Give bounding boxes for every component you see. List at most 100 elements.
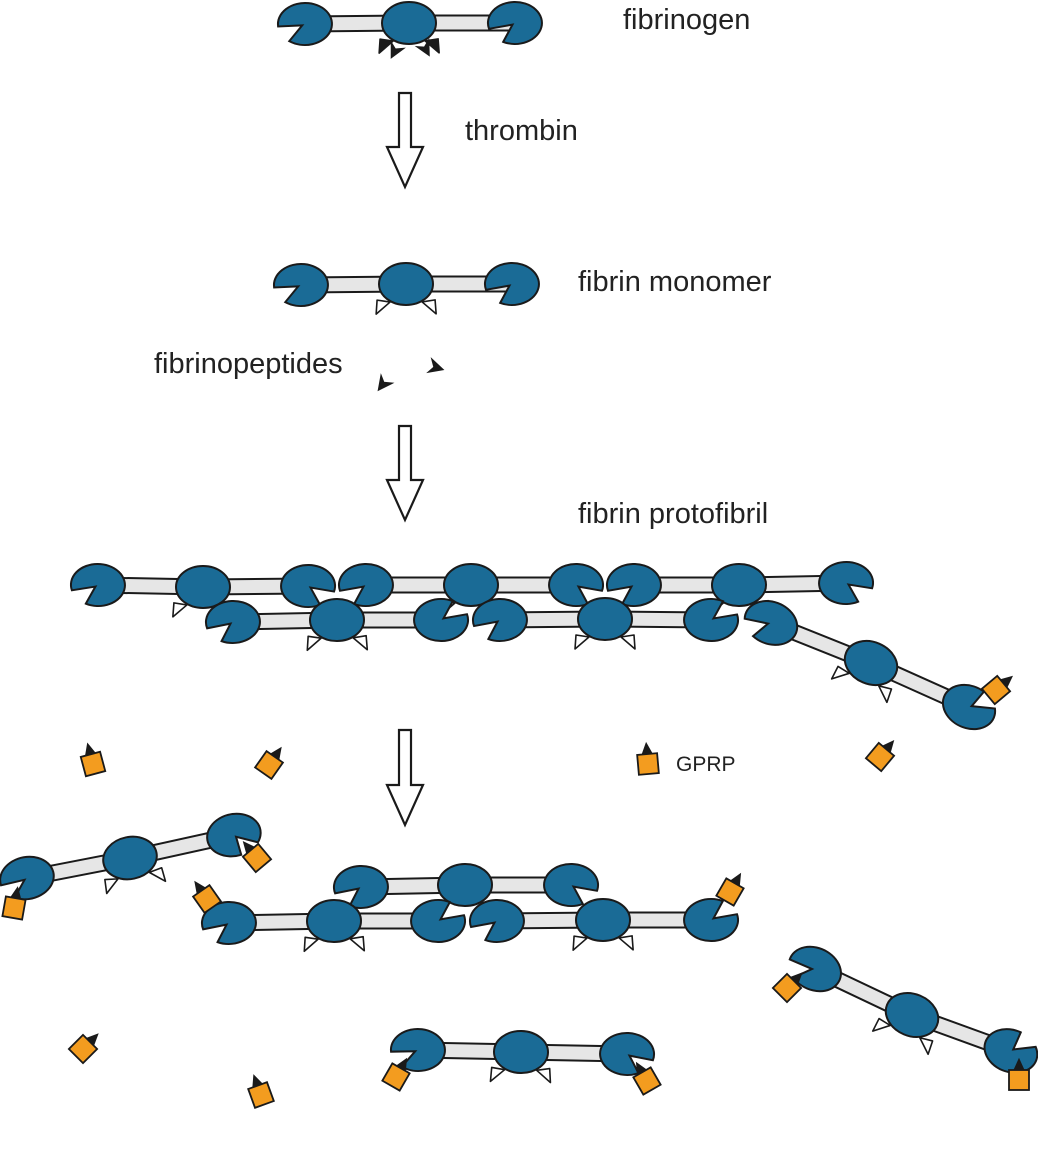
nodule-e — [577, 597, 633, 641]
nodule-d — [483, 262, 540, 306]
knob-pair — [104, 866, 167, 895]
fibrinopeptide-chevron-icon — [377, 373, 395, 392]
knob-pair — [572, 935, 634, 951]
gprp-peptide-icon — [381, 1057, 411, 1092]
nodule-d — [743, 600, 799, 646]
nodule-d — [200, 901, 257, 945]
gprp-knob — [641, 741, 653, 756]
gprp-peptide-icon — [632, 1061, 662, 1096]
fibrin-monomer-label: fibrin monomer — [578, 266, 772, 298]
capped-fragment-left — [0, 812, 262, 901]
nodule-d — [818, 561, 875, 605]
nodule-e — [493, 1029, 549, 1075]
knob-triangle-icon — [172, 602, 188, 618]
knob-triangle-icon — [352, 634, 369, 651]
nodule-d — [337, 563, 394, 607]
thrombin-label: thrombin — [465, 115, 578, 147]
nodule-d — [280, 564, 337, 608]
process-arrow-icon — [385, 424, 425, 523]
gprp-peptide-icon — [636, 741, 660, 776]
nodule-d — [69, 563, 126, 607]
nodule-e — [884, 992, 940, 1038]
fibrinopeptide-chevron-icon — [414, 37, 430, 57]
nodule-d — [548, 563, 605, 607]
process-arrow-icon — [385, 91, 425, 190]
gprp-square — [632, 1066, 662, 1096]
nodule-d — [941, 683, 997, 731]
knob-triangle-icon — [421, 299, 437, 315]
gprp-peptide-icon — [67, 1033, 99, 1065]
nodule-e — [843, 639, 899, 687]
fibrinopeptides-label: fibrinopeptides — [154, 348, 343, 380]
gprp-peptide-icon — [864, 739, 896, 773]
knob-triangle-icon — [349, 935, 366, 952]
knob-triangle-icon — [574, 634, 590, 650]
protofibril-top-3 — [605, 561, 875, 617]
gprp-peptide-icon — [771, 972, 803, 1004]
gprp-square — [980, 674, 1012, 706]
gprp-square — [241, 842, 273, 874]
nodule-d — [683, 898, 740, 942]
gprp-square — [1, 895, 27, 921]
knob-triangle-icon — [618, 935, 634, 951]
nodule-d — [332, 865, 389, 909]
gprp-peptide-icon — [1008, 1057, 1030, 1091]
gprp-peptide-icon — [247, 1074, 275, 1109]
gprp-square — [771, 972, 803, 1004]
nodule-e — [443, 563, 499, 607]
nodule-d — [605, 563, 662, 607]
gprp-peptide-icon — [715, 872, 745, 907]
nodule-e — [306, 898, 362, 944]
gprp-square — [715, 877, 745, 907]
knob-pair — [375, 299, 437, 315]
knob-triangle-icon — [378, 38, 394, 54]
nodule-d — [983, 1028, 1038, 1074]
nodule-d — [486, 1, 543, 45]
knob-triangle-icon — [303, 936, 319, 953]
fibrin-protofibril-label: fibrin protofibril — [578, 498, 769, 530]
knob-triangle-icon — [830, 665, 851, 680]
nodule-e — [575, 897, 631, 943]
knob-triangle-icon — [620, 634, 636, 650]
gprp-peptide-icon — [191, 880, 223, 915]
gprp-square — [864, 741, 896, 773]
gprp-peptide-icon — [241, 840, 273, 874]
gprp-square — [79, 750, 107, 778]
nodule-d — [206, 812, 262, 858]
nodule-d — [471, 598, 528, 642]
knob-pair — [303, 935, 366, 953]
knob-pair — [574, 634, 636, 650]
knob-triangle-icon — [871, 1017, 892, 1032]
knob-triangle-icon — [306, 635, 322, 652]
knob-pair — [871, 1017, 934, 1056]
protofibril-branch — [743, 600, 997, 731]
knob-pair — [830, 665, 893, 704]
protofibril-bottom-2 — [471, 597, 740, 650]
protofibril-top-2 — [337, 563, 605, 616]
nodule-e — [711, 562, 767, 608]
knob-triangle-icon — [148, 866, 167, 883]
nodule-e — [309, 597, 365, 643]
nodule-e — [175, 564, 231, 610]
gprp-square — [381, 1062, 411, 1092]
gprp-peptide-icon — [79, 742, 107, 778]
knob-triangle-icon — [919, 1036, 934, 1056]
gprp-square — [247, 1081, 275, 1109]
protofibril-bottom-1 — [204, 597, 470, 652]
gprp-square — [253, 749, 285, 781]
nodule-e — [378, 261, 434, 307]
capped-fragment-bottom — [390, 1028, 656, 1084]
nodule-d — [788, 945, 842, 993]
fibrinogen-label: fibrinogen — [623, 4, 751, 36]
capped-oligomer-bottom-2 — [468, 897, 740, 951]
fibrinopeptide-chevron-icon — [426, 357, 445, 374]
nodule-e — [437, 862, 493, 908]
nodule-d — [683, 598, 740, 642]
capped-oligomer-top — [332, 862, 600, 917]
protofibril-top-1 — [69, 563, 337, 618]
nodule-d — [0, 855, 55, 901]
nodule-d — [276, 2, 333, 46]
nodule-d — [272, 263, 329, 307]
gprp-peptide-icon — [980, 674, 1014, 706]
